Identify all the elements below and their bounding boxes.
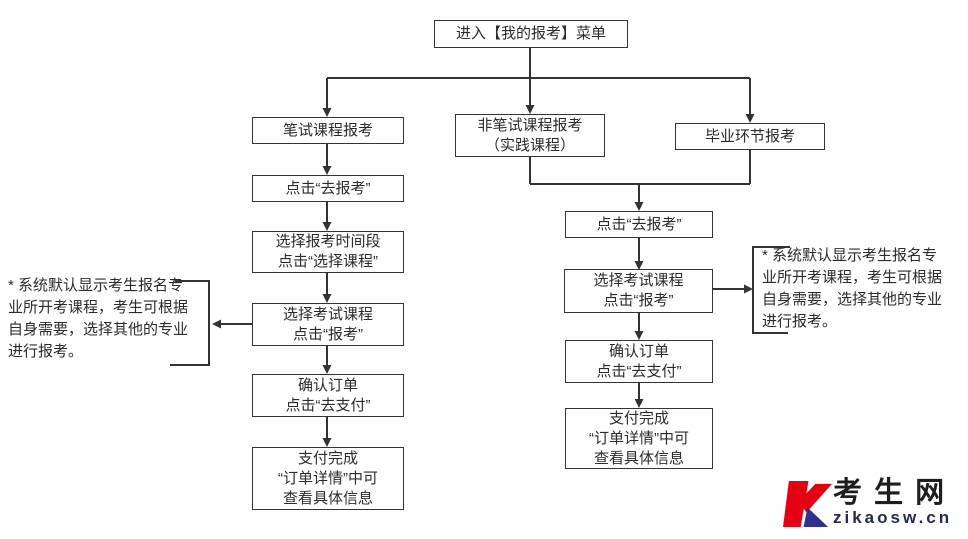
flow-node-non-written-course: 非笔试课程报考 （实践课程） [455,114,605,157]
flow-node-text: 支付完成 [297,449,358,467]
logo-site-url: zikaosw.cn [833,508,953,527]
flow-node-text: “订单详情”中可 [589,429,689,447]
flow-node-text: 查看具体信息 [593,449,684,467]
note-left-line: 进行报考。 [8,343,84,360]
flow-node-text: 毕业环节报考 [704,127,795,145]
flow-node-written-confirm-order: 确认订单 点击“去支付” [252,374,404,417]
arrowhead-down-icon [322,365,332,374]
note-right-line: * 系统默认显示考生报名专 [762,247,938,264]
arrowhead-down-icon [322,166,332,175]
arrowhead-down-icon [322,108,332,117]
note-left-line: * 系统默认显示考生报名专 [8,277,184,294]
note-left: * 系统默认显示考生报名专 业所开考课程，考生可根据 自身需要，选择其他的专业 … [8,275,188,363]
flow-node-text: 点击“去支付” [285,396,371,414]
flow-node-nonwritten-pay-done: 支付完成 “订单详情”中可 查看具体信息 [565,408,713,469]
flow-node-written-select-period: 选择报考时间段 点击“选择课程” [252,231,404,273]
flow-node-nonwritten-click-register: 点击“去报考” [565,211,713,238]
arrowhead-down-icon [525,105,535,114]
arrowhead-down-icon [322,294,332,303]
arrowhead-left-icon [212,319,221,329]
flow-node-start: 进入【我的报考】菜单 [434,20,628,48]
flow-node-text: 确认订单 [608,342,669,360]
flow-node-text: 点击“去支付” [596,362,682,380]
flow-node-written-course: 笔试课程报考 [252,117,404,144]
flow-node-text: “订单详情”中可 [278,469,378,487]
flow-node-text: 选择考试课程 [593,272,684,289]
flow-node-text: 选择报考时间段 [275,233,381,250]
flow-node-nonwritten-confirm-order: 确认订单 点击“去支付” [565,340,713,383]
note-right-line: 进行报考。 [762,313,838,330]
flow-node-text: 点击“去报考” [596,215,682,233]
flow-node-text: 查看具体信息 [282,489,373,507]
logo-site-name: 考 生 网 [833,477,947,509]
arrowhead-down-icon [634,331,644,340]
flow-node-text: 选择考试课程 [282,305,373,323]
flow-node-graduation: 毕业环节报考 [675,123,825,150]
flow-node-text: （实践课程） [484,136,575,154]
flow-node-text: 笔试课程报考 [282,121,373,139]
arrowhead-down-icon [634,202,644,211]
note-right: * 系统默认显示考生报名专 业所开考课程，考生可根据 自身需要，选择其他的专业 … [762,245,942,333]
flow-node-text: 点击“报考” [603,292,674,309]
flow-node-text: 点击“去报考” [285,179,371,197]
arrowhead-down-icon [745,114,755,123]
note-right-line: 自身需要，选择其他的专业 [762,291,943,308]
zikaosw-logo: 考 生 网 zikaosw.cn [783,478,952,528]
flow-node-text: 支付完成 [608,409,669,427]
arrowhead-down-icon [322,438,332,447]
flow-node-text: 非笔试课程报考 [477,116,583,134]
arrowhead-down-icon [634,261,644,270]
arrowhead-down-icon [634,399,644,408]
flow-node-nonwritten-select-course: 选择考试课程 点击“报考” [564,269,713,313]
note-left-line: 业所开考课程，考生可根据 [8,299,189,316]
flow-node-text: 确认订单 [297,376,358,394]
flow-node-text: 点击“报考” [293,325,363,343]
note-left-line: 自身需要，选择其他的专业 [8,321,189,338]
note-right-line: 业所开考课程，考生可根据 [762,269,943,286]
right-note-bracket [752,246,790,334]
left-note-bracket [170,280,210,366]
flow-node-text: 点击“选择课程” [278,253,378,270]
flow-node-written-click-register: 点击“去报考” [252,175,404,202]
logo-k-icon [783,480,832,528]
flow-node-written-pay-done: 支付完成 “订单详情”中可 查看具体信息 [252,447,404,510]
flow-node-written-select-course: 选择考试课程 点击“报考” [252,303,404,346]
flow-node-start-text: 进入【我的报考】菜单 [455,25,606,42]
arrowhead-down-icon [322,222,332,231]
arrowhead-right-icon [744,284,753,294]
